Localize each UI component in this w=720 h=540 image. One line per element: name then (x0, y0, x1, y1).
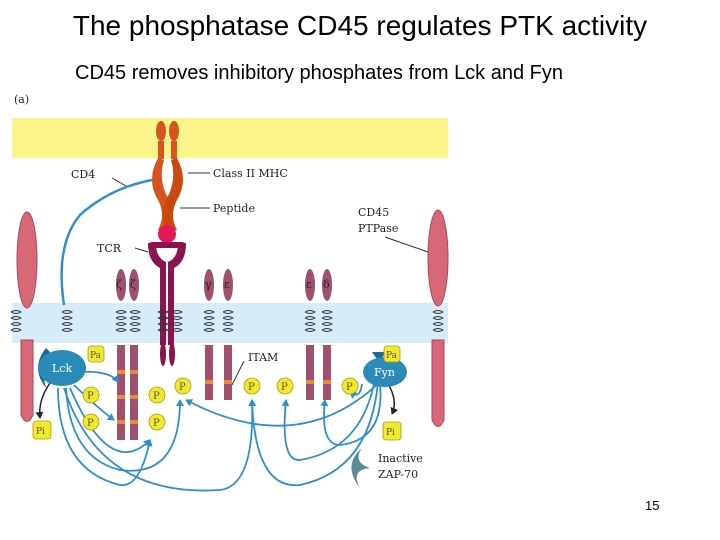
zap70-label: ZAP-70 (378, 468, 418, 481)
lck-label: Lck (52, 362, 72, 375)
cd4-molecule (60, 178, 153, 306)
lck-pa-text: Pa (90, 351, 102, 361)
fyn-pa-text: Pa (386, 351, 398, 361)
zeta-label-2: ζ (130, 278, 136, 291)
mhc-label: Class II MHC (213, 167, 288, 180)
slide-title: The phosphatase CD45 regulates PTK activ… (72, 10, 648, 41)
fyn-inhibitory-arrow (387, 383, 399, 415)
cd45-left (16, 211, 38, 422)
gamma-label: γ (205, 278, 212, 291)
epsilon-phosphate-1 (243, 377, 261, 395)
delta-label: δ (323, 278, 330, 291)
panel-label: (a) (14, 93, 29, 106)
epsilon-label-2: ε (306, 278, 312, 291)
zeta-phosphate-3 (148, 386, 166, 404)
peptide-label: Peptide (213, 202, 255, 215)
p-text-4: P (153, 418, 160, 429)
fyn-inhibitory-phosphate (382, 421, 402, 441)
cd4-label-line (111, 177, 127, 187)
lck-kinase (38, 348, 86, 388)
itam-label-line (231, 360, 245, 386)
slide-subtitle: CD45 removes inhibitory phosphates from … (75, 62, 564, 84)
p-text-1: P (87, 391, 94, 402)
lck-inhibitory-phosphate (32, 420, 52, 440)
zeta-phosphate-2 (82, 413, 100, 431)
phosphorylation-arrows (57, 370, 383, 492)
delta-phosphate (341, 377, 359, 395)
peptide (158, 225, 176, 243)
gamma-phosphate (174, 377, 192, 395)
apc-membrane (12, 118, 448, 158)
fyn-kinase (363, 352, 407, 387)
itam-label: ITAM (248, 351, 278, 364)
p-text-8: P (346, 382, 353, 393)
lck-activating-phosphate (87, 345, 105, 363)
cd3-chains (116, 269, 332, 440)
cd45-ptpase-label: PTPase (358, 222, 398, 235)
cd4-label: CD4 (71, 168, 95, 181)
lck-inhibitory-arrow (35, 382, 51, 419)
cd45-right (427, 209, 449, 427)
transmembrane-coils (10, 310, 444, 332)
p-text-5: P (179, 382, 186, 393)
p-text-6: P (248, 382, 255, 393)
epsilon-label-1: ε (224, 278, 230, 291)
cd45-label-line (384, 236, 429, 253)
tcr-label: TCR (97, 242, 122, 255)
cd45-label: CD45 (358, 206, 389, 219)
itam-marks (117, 370, 331, 424)
tcr-label-line (134, 247, 149, 253)
mhc-class-ii (152, 121, 183, 232)
page-number: 15 (645, 498, 660, 513)
zeta-phosphate-1 (82, 386, 100, 404)
p-text-7: P (281, 382, 288, 393)
fyn-activating-phosphate (383, 345, 401, 363)
fyn-pi-text: Pi (386, 428, 395, 438)
epsilon-phosphate-2 (276, 377, 294, 395)
inactive-label: Inactive (378, 452, 423, 465)
zap70-inactive (351, 448, 370, 488)
zeta-phosphate-4 (148, 413, 166, 431)
p-text-3: P (153, 391, 160, 402)
p-text-2: P (87, 418, 94, 429)
fyn-label: Fyn (374, 366, 395, 379)
zeta-label-1: ζ (116, 278, 122, 291)
lck-pi-text: Pi (36, 427, 45, 437)
